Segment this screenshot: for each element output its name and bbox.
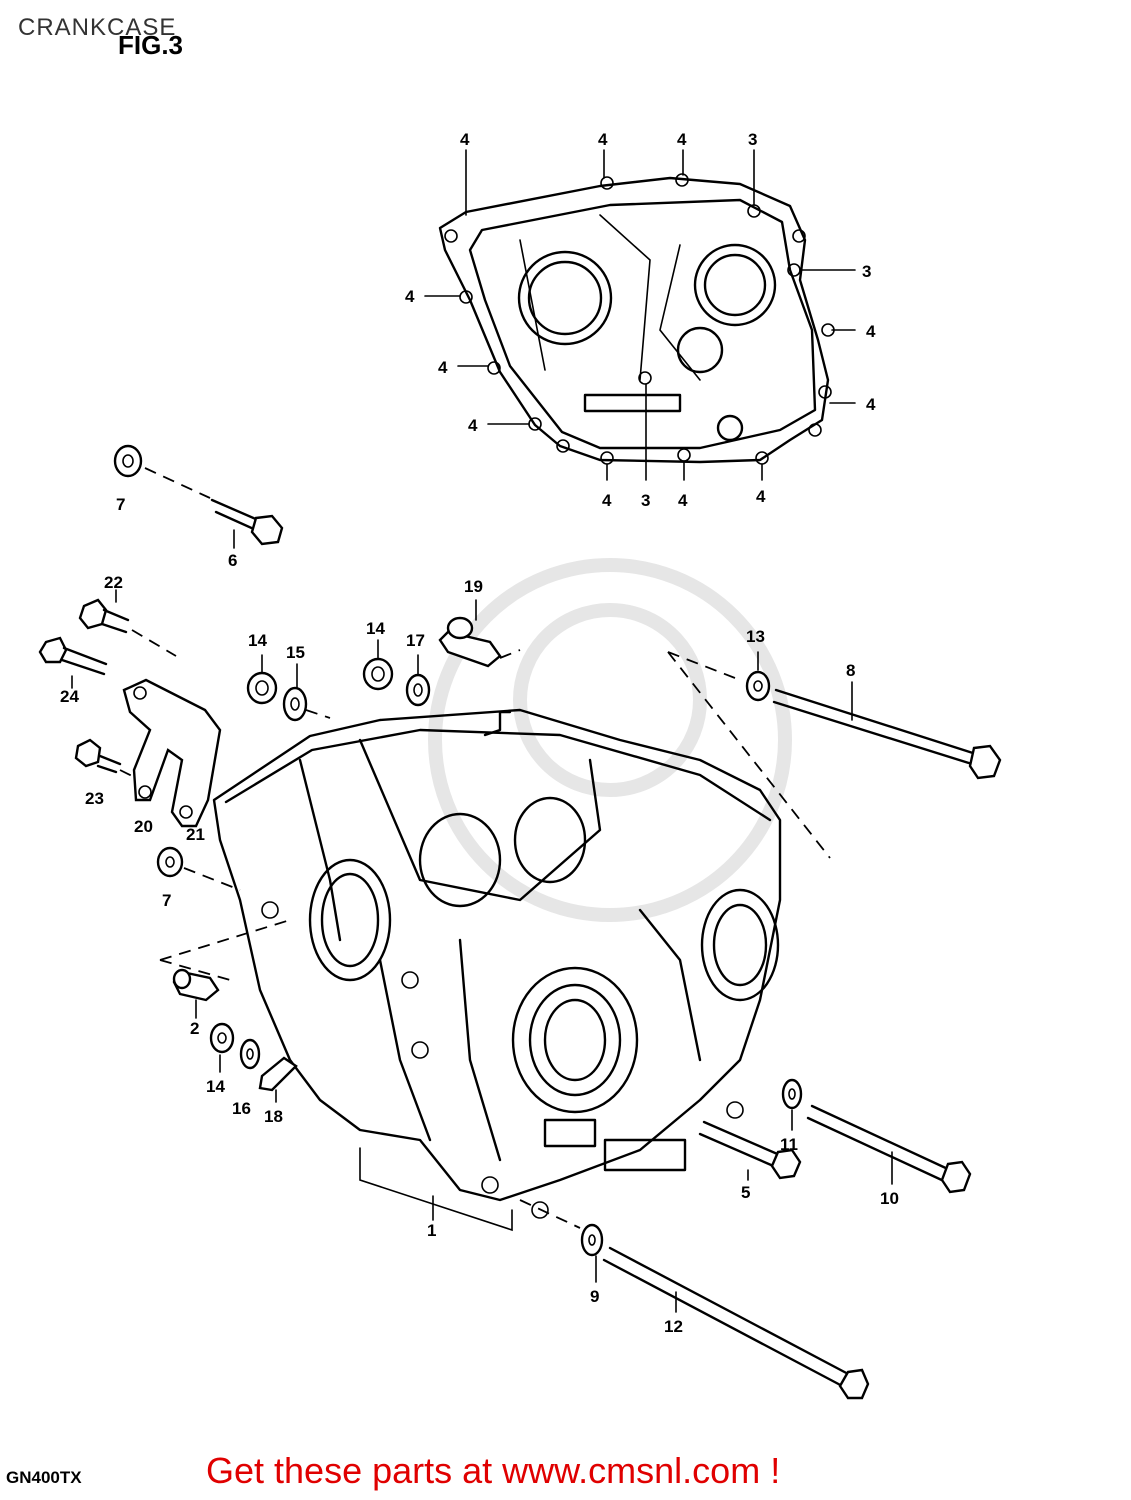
- callout-14: 14: [366, 619, 385, 638]
- callout-24: 24: [60, 687, 79, 706]
- callout-17: 17: [406, 631, 425, 650]
- callout-10: 10: [880, 1189, 899, 1208]
- callout-4: 4: [405, 287, 415, 306]
- model-code: GN400TX: [6, 1468, 82, 1487]
- callout-14: 14: [248, 631, 267, 650]
- crankcase-gasket: [424, 149, 856, 481]
- callout-7: 7: [162, 891, 171, 910]
- callout-4: 4: [866, 395, 876, 414]
- callout-6: 6: [228, 551, 237, 570]
- promo-link-text[interactable]: Get these parts at www.cmsnl.com !: [206, 1450, 781, 1491]
- engine-mount-bracket: [38, 589, 222, 828]
- callout-8: 8: [846, 661, 855, 680]
- callout-13: 13: [746, 627, 765, 646]
- bolt-6-and-nut-7: [113, 444, 284, 549]
- callout-4: 4: [598, 130, 608, 149]
- lower-right-hardware: [519, 1078, 972, 1400]
- callout-16: 16: [232, 1099, 251, 1118]
- callout-4: 4: [677, 130, 687, 149]
- lower-left-hardware: [156, 846, 298, 1103]
- callout-1: 1: [427, 1221, 436, 1240]
- callout-4: 4: [866, 322, 876, 341]
- callout-12: 12: [664, 1317, 683, 1336]
- page-title: CRANKCASE: [18, 14, 177, 41]
- callout-5: 5: [741, 1183, 750, 1202]
- small-hardware-upper: [246, 599, 521, 722]
- watermark-logo: [428, 558, 792, 922]
- callout-4: 4: [460, 130, 470, 149]
- callout-2: 2: [190, 1019, 199, 1038]
- figure-label: FIG.3: [118, 30, 184, 60]
- callout-4: 4: [438, 358, 448, 377]
- callout-22: 22: [104, 573, 123, 592]
- callout-23: 23: [85, 789, 104, 808]
- callout-3: 3: [862, 262, 871, 281]
- callout-20: 20: [134, 817, 153, 836]
- callout-3: 3: [641, 491, 650, 510]
- callout-4: 4: [678, 491, 688, 510]
- callout-19: 19: [464, 577, 483, 596]
- callout-14: 14: [206, 1077, 225, 1096]
- through-bolt-8: [667, 651, 1002, 859]
- callout-labels: 4 4 4 3 3 4 4 4 4 4 4 3 4 4 7 6 22 24 23…: [60, 130, 899, 1336]
- callout-11: 11: [780, 1135, 798, 1154]
- callout-21: 21: [186, 825, 205, 844]
- callout-4: 4: [756, 487, 766, 506]
- callout-3: 3: [748, 130, 757, 149]
- callout-7: 7: [116, 495, 125, 514]
- callout-18: 18: [264, 1107, 283, 1126]
- callout-9: 9: [590, 1287, 599, 1306]
- crankcase-assembly: [212, 708, 782, 1232]
- callout-4: 4: [468, 416, 478, 435]
- callout-4: 4: [602, 491, 612, 510]
- callout-15: 15: [286, 643, 305, 662]
